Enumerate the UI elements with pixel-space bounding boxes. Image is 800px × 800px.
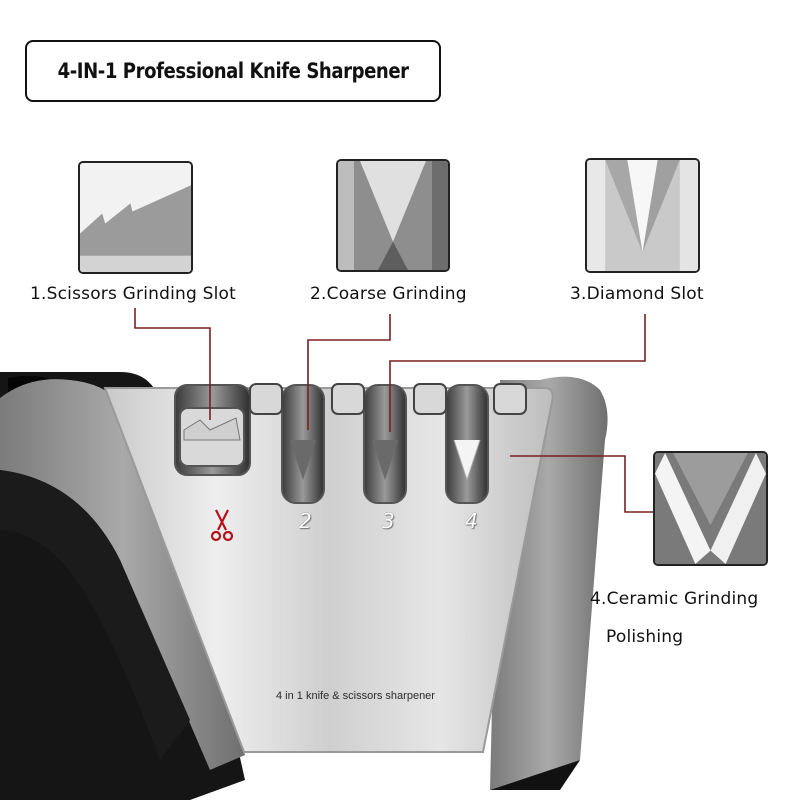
diamond-slot-label: 3.Diamond Slot [570, 284, 704, 304]
diamond-slot-thumbnail [585, 158, 700, 273]
ceramic-slot-thumbnail [653, 451, 768, 566]
product-imprint: 4 in 1 knife & scissors sharpener [276, 690, 435, 702]
scissors-icon [210, 509, 234, 542]
ceramic-slot-label: 4.Ceramic Grinding [590, 589, 759, 609]
callout-line-2 [307, 314, 391, 430]
steel-front-plate [103, 387, 554, 753]
callout-line-1 [134, 308, 211, 420]
coarse-slot-thumbnail [336, 159, 450, 272]
callout-line-3 [389, 314, 646, 432]
slot-number-3: 3 [382, 509, 395, 533]
left-gray-body [0, 379, 245, 770]
slot-number-2: 2 [299, 509, 312, 533]
ceramic-slot-label-line2: Polishing [606, 627, 684, 647]
title-box: 4-IN-1 Professional Knife Sharpener [25, 40, 441, 102]
scissors-slot-thumbnail [78, 161, 193, 274]
slot-number-4: 4 [465, 509, 478, 533]
page-title: 4-IN-1 Professional Knife Sharpener [57, 59, 409, 83]
slot-pillars [249, 383, 527, 415]
callout-lines [134, 308, 653, 513]
coarse-slot-label: 2.Coarse Grinding [310, 284, 467, 304]
callout-line-4 [510, 455, 653, 513]
scissors-slot-label: 1.Scissors Grinding Slot [30, 284, 236, 304]
